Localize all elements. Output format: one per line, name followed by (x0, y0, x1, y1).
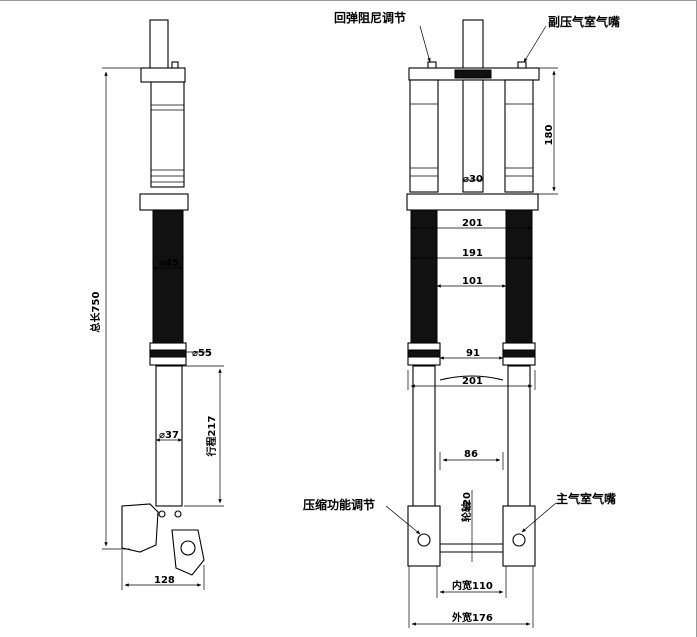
height-180-label: 180 (544, 125, 555, 146)
diameter-30-label: ⌀30 (463, 174, 483, 185)
main-air-valve-label: 主气室气嘴 (556, 491, 616, 506)
total-length-label: 总长750 (89, 292, 102, 333)
rebound-adjust-label: 回弹阻尼调节 (334, 10, 406, 25)
side-top-crown (140, 67, 186, 83)
side-valve-cap (171, 61, 179, 69)
front-bottom-crown (406, 193, 539, 211)
width-201-bottom-label: 201 (462, 376, 483, 387)
side-view: 总长750 ⌀45 ⌀55 ⌀37 行程217 128 (89, 19, 224, 590)
front-stanchion-left (410, 209, 438, 344)
front-upper-right (504, 79, 534, 193)
side-stanchion (152, 209, 184, 344)
front-steerer (462, 19, 484, 71)
width-201-top-label: 201 (462, 218, 483, 229)
stroke-label: 行程217 (205, 416, 218, 458)
width-101-label: 101 (462, 276, 483, 287)
front-upper-left (409, 79, 439, 193)
outer-width-label: 外宽176 (451, 611, 493, 624)
aux-valve (517, 61, 527, 69)
axle-label: 轮轴 (460, 502, 473, 522)
diameter-55-label: ⌀55 (192, 348, 212, 359)
axle-diameter-label: ⌀20 (462, 492, 473, 512)
side-steerer (149, 19, 169, 71)
rebound-knob (427, 61, 437, 69)
side-bottom-crown (139, 193, 189, 211)
aux-air-valve-label: 副压气室气嘴 (548, 14, 620, 29)
compression-adjust-label: 压缩功能调节 (303, 497, 375, 512)
diameter-37-label: ⌀37 (159, 430, 179, 441)
width-86-label: 86 (464, 449, 478, 460)
width-191-label: 191 (462, 248, 483, 259)
front-lower-left (412, 365, 436, 507)
side-brake-mount (121, 503, 159, 553)
side-upper-tube (150, 81, 185, 188)
front-lower-right (507, 365, 531, 507)
side-lower-leg (155, 365, 183, 507)
diameter-45-label: ⌀45 (159, 258, 179, 269)
width-128-label: 128 (154, 575, 175, 586)
front-view: 180 ⌀30 201 191 101 91 201 86 轮轴 ⌀20 (303, 10, 620, 628)
inner-width-label: 内宽110 (452, 579, 493, 592)
width-91-label: 91 (466, 348, 480, 359)
front-stanchion-right (505, 209, 533, 344)
